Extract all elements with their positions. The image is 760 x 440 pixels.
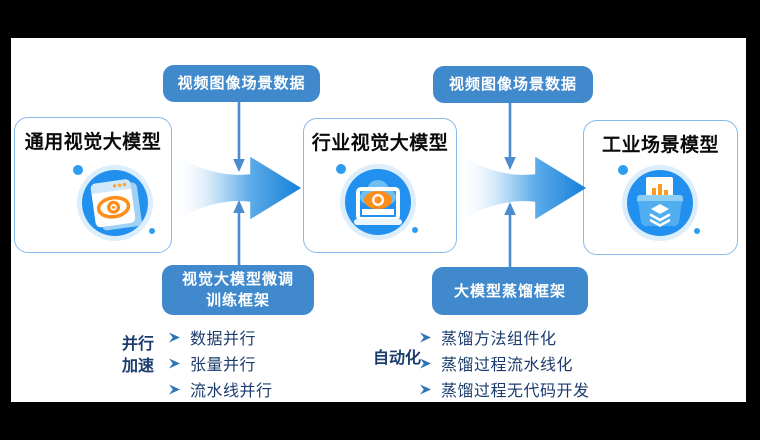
input-down-arrow-2 [504, 103, 516, 170]
heading-line1: 并行 [121, 336, 154, 353]
parallel-feature-list: 数据并行 张量并行 流水线并行 [168, 324, 273, 402]
distill-feature-list: 蒸馏方法组件化 蒸馏过程流水线化 蒸馏过程无代码开发 [419, 324, 590, 402]
feature-text: 蒸馏过程流水线化 [441, 357, 574, 374]
flow-arrow-2 [456, 153, 587, 223]
pill-label: 视频图像场景数据 [448, 76, 577, 93]
heading-line2: 加速 [121, 358, 154, 375]
pill-label: 视频图像场景数据 [177, 75, 306, 92]
pill-label-line2: 训练框架 [205, 292, 270, 309]
list-item: 流水线并行 [168, 376, 273, 402]
flow-arrow-1 [171, 153, 302, 223]
vision-model-icon [73, 165, 155, 241]
automation-heading: 自动化 [369, 348, 425, 370]
feature-text: 蒸馏方法组件化 [441, 331, 557, 348]
framework-up-arrow-2 [504, 202, 516, 267]
bullet-arrow-icon [420, 384, 431, 394]
stage-title: 行业视觉大模型 [311, 133, 449, 154]
scene-data-pill-2: 视频图像场景数据 [433, 66, 593, 103]
list-item: 数据并行 [168, 324, 273, 350]
feature-text: 蒸馏过程无代码开发 [441, 383, 590, 400]
feature-text: 张量并行 [190, 357, 257, 374]
bullet-arrow-icon [169, 384, 180, 394]
feature-text: 流水线并行 [190, 383, 273, 400]
pill-label-line1: 大模型蒸馏框架 [453, 282, 566, 300]
finetune-framework-pill: 视觉大模型微调 训练框架 [162, 265, 314, 315]
diagram-canvas: 通用视觉大模型 行业视觉大模型 工业场景模型 [11, 38, 746, 402]
distill-framework-pill: 大模型蒸馏框架 [432, 267, 588, 315]
industry-vision-model-icon [336, 164, 418, 240]
list-item: 蒸馏方法组件化 [419, 324, 590, 350]
bullet-arrow-icon [169, 332, 180, 342]
framework-up-arrow-1 [233, 200, 245, 265]
bullet-arrow-icon [169, 358, 180, 368]
input-down-arrow-1 [233, 102, 245, 172]
bullet-arrow-icon [420, 332, 431, 342]
list-item: 蒸馏过程无代码开发 [419, 376, 590, 402]
industrial-scene-model-icon [618, 165, 700, 241]
scene-data-pill-1: 视频图像场景数据 [163, 65, 320, 102]
heading-line1: 自动化 [372, 350, 421, 367]
bullet-arrow-icon [420, 358, 431, 368]
feature-text: 数据并行 [190, 331, 257, 348]
stage-title: 工业场景模型 [601, 135, 719, 156]
pill-label-line1: 视觉大模型微调 [181, 271, 294, 288]
stage-title: 通用视觉大模型 [24, 132, 162, 153]
parallel-accel-heading: 并行 加速 [112, 334, 164, 378]
list-item: 张量并行 [168, 350, 273, 376]
list-item: 蒸馏过程流水线化 [419, 350, 590, 376]
